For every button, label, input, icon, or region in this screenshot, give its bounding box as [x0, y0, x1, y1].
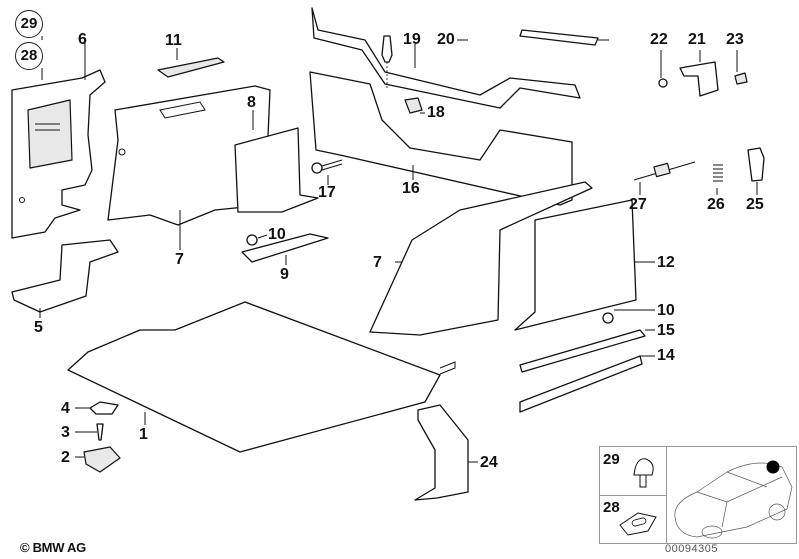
part-label-4[interactable]: 4 — [61, 400, 70, 417]
part-label-22[interactable]: 23 — [726, 31, 744, 48]
part-label-7-left[interactable]: 7 — [175, 251, 184, 268]
part-20-drawing — [679, 61, 719, 97]
part-19-drawing — [381, 35, 393, 63]
part-21-drawing — [658, 78, 668, 88]
part-label-16[interactable]: 17 — [318, 184, 336, 201]
push-button-cap-icon — [633, 458, 654, 476]
part-7a-drawing — [107, 85, 271, 226]
part-24-drawing — [747, 147, 765, 182]
part-7b-drawing — [369, 181, 593, 336]
push-button-stem-icon — [639, 474, 647, 488]
part-5-drawing — [11, 239, 119, 313]
callout-circle-29: 29 — [15, 10, 43, 38]
part-label-18[interactable]: 19 — [403, 31, 421, 48]
part-27-drawing — [519, 29, 599, 46]
part-16-drawing — [311, 159, 343, 174]
part-label-10-left[interactable]: 10 — [268, 226, 286, 243]
part-label-6[interactable]: 6 — [78, 31, 87, 48]
part-label-13[interactable]: 14 — [657, 347, 675, 364]
part-label-17[interactable]: 18 — [427, 104, 445, 121]
part-26-drawing — [633, 161, 696, 181]
part-label-23[interactable]: 24 — [480, 454, 498, 471]
part-label-26[interactable]: 27 — [629, 196, 647, 213]
part-label-11[interactable]: 11 — [165, 32, 182, 49]
part-9-drawing — [241, 233, 329, 263]
part-15-drawing — [309, 71, 573, 206]
part-4-drawing — [89, 401, 119, 415]
part-14-drawing — [519, 329, 646, 373]
part-label-20[interactable]: 21 — [688, 31, 706, 48]
part-22-drawing — [734, 72, 748, 85]
inset-panel: 29 28 — [599, 446, 797, 544]
part-label-19[interactable]: 20 — [437, 31, 455, 48]
part-label-3[interactable]: 3 — [61, 424, 70, 441]
copyright-text: © BMW AG — [20, 540, 86, 555]
part-25-drawing — [713, 164, 723, 182]
inset-label-29[interactable]: 29 — [603, 451, 620, 468]
part-label-2[interactable]: 2 — [61, 449, 70, 466]
part-label-14[interactable]: 15 — [657, 322, 675, 339]
part-10a-drawing — [246, 234, 258, 246]
part-12-drawing — [514, 199, 637, 331]
part-label-21[interactable]: 22 — [650, 31, 668, 48]
part-23-drawing — [414, 404, 469, 501]
part-label-12[interactable]: 12 — [657, 254, 675, 271]
part-label-15[interactable]: 16 — [402, 180, 420, 197]
inset-label-28[interactable]: 28 — [603, 499, 620, 516]
part-3-drawing — [96, 423, 104, 441]
part-6-drawing — [11, 69, 106, 239]
part-11-drawing — [157, 57, 225, 78]
part-18-drawing — [311, 7, 581, 109]
part-label-10-right[interactable]: 10 — [657, 302, 675, 319]
part-label-1[interactable]: 1 — [139, 426, 148, 443]
part-label-5[interactable]: 5 — [34, 319, 43, 336]
part-8-drawing — [234, 127, 319, 213]
part-label-24[interactable]: 25 — [746, 196, 764, 213]
part-10b-drawing — [602, 312, 614, 324]
part-1-drawing — [67, 301, 441, 453]
part-17-drawing — [404, 97, 423, 114]
part-label-9[interactable]: 9 — [280, 266, 289, 283]
leader-lines — [39, 36, 758, 463]
part-13-drawing — [519, 355, 643, 413]
inset-parts-icons — [619, 458, 657, 536]
document-number: 00094305 — [665, 543, 718, 555]
callout-circle-28: 28 — [15, 42, 43, 70]
part-label-8[interactable]: 8 — [247, 94, 256, 111]
part-2-drawing — [83, 446, 121, 473]
grommet-clip-icon — [619, 512, 657, 536]
car-location-view — [674, 460, 793, 539]
location-highlight-dot — [766, 460, 780, 474]
inset-parts-column: 29 28 — [600, 447, 667, 543]
part-label-25[interactable]: 26 — [707, 196, 725, 213]
part-label-7-right[interactable]: 7 — [373, 254, 382, 271]
